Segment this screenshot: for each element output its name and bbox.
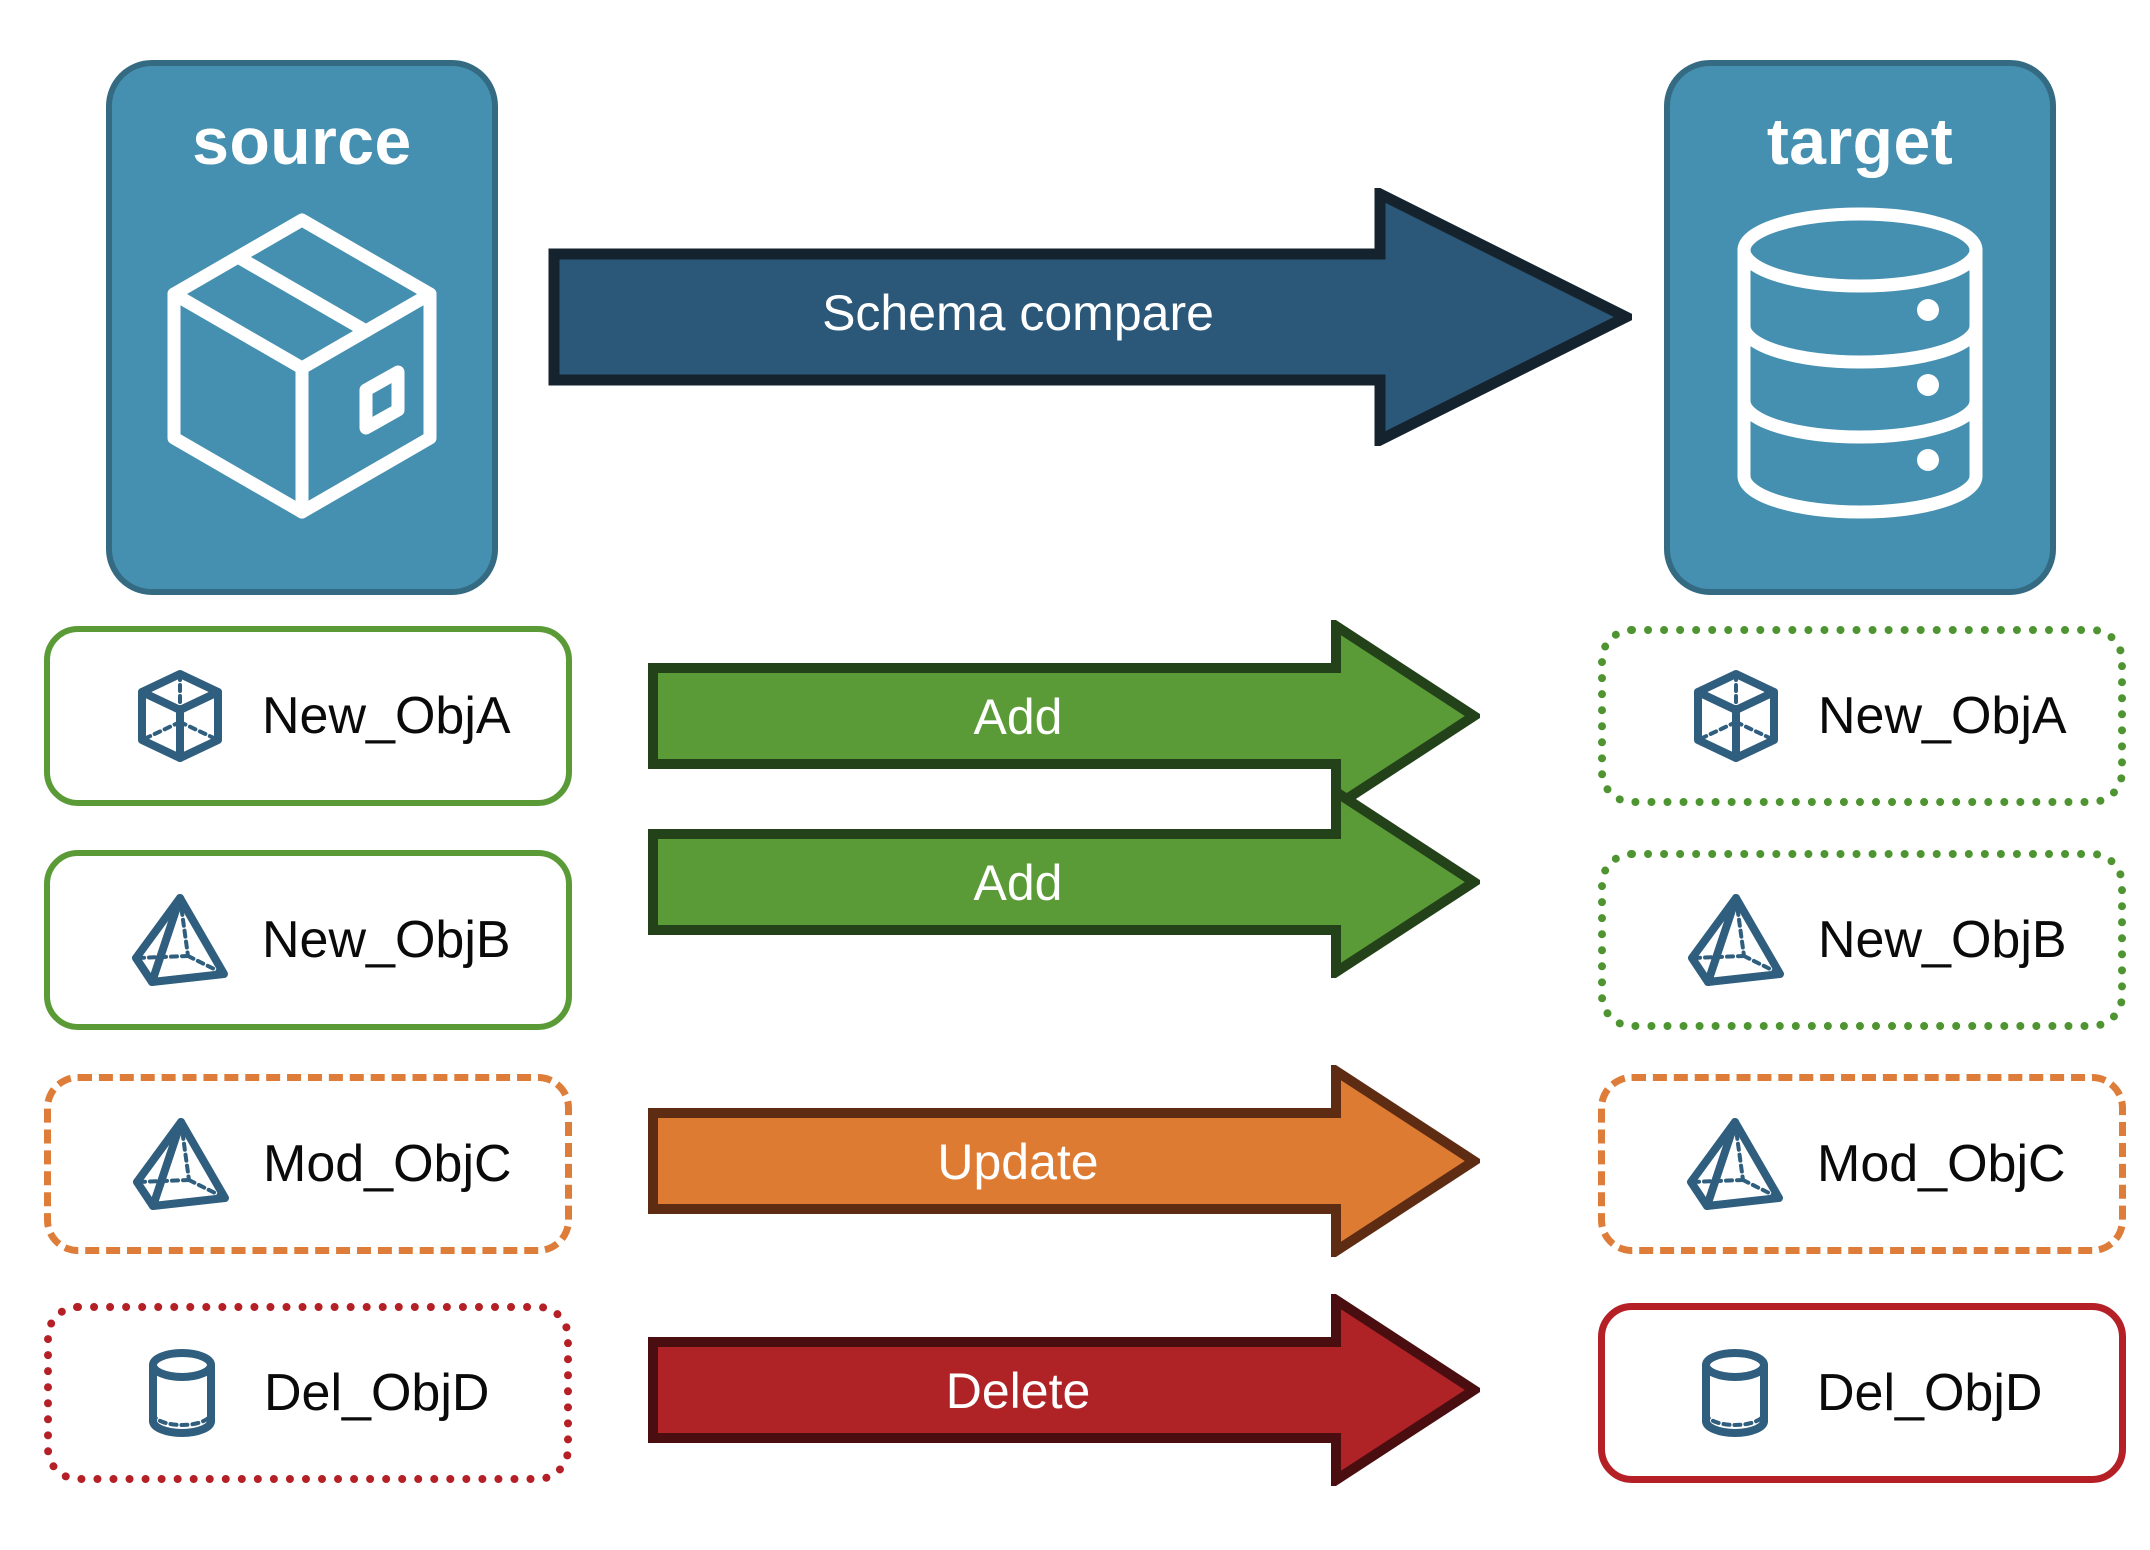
database-cylinder-icon <box>1715 198 2005 533</box>
add-arrow-row2[interactable] <box>648 782 1484 983</box>
source-object-box-mod-objc[interactable]: Mod_ObjC <box>44 1074 572 1254</box>
target-title: target <box>1766 104 1954 178</box>
target-object-box-new-obja[interactable]: New_ObjA <box>1598 626 2126 806</box>
source-title: source <box>192 104 412 178</box>
add-arrow-row1[interactable] <box>648 616 1484 817</box>
source-object-box-del-objd[interactable]: Del_ObjD <box>44 1303 572 1483</box>
wireframe-pyramid-icon <box>133 1118 229 1210</box>
source-object-box-new-obja[interactable]: New_ObjA <box>44 626 572 806</box>
target-object-box-new-objb[interactable]: New_ObjB <box>1598 850 2126 1030</box>
target-object-label: Mod_ObjC <box>1817 1135 2066 1193</box>
target-endpoint-card[interactable]: target <box>1664 60 2056 595</box>
wireframe-pyramid-icon <box>1687 1118 1783 1210</box>
delete-arrow-row4[interactable] <box>648 1290 1484 1491</box>
wireframe-cube-icon <box>138 670 222 762</box>
package-box-icon <box>152 198 452 533</box>
target-object-box-mod-objc[interactable]: Mod_ObjC <box>1598 1074 2126 1254</box>
target-object-label: Del_ObjD <box>1817 1364 2043 1422</box>
wireframe-cylinder-icon <box>1702 1349 1768 1437</box>
source-object-label: New_ObjA <box>262 687 511 745</box>
wireframe-pyramid-icon <box>1688 894 1784 986</box>
target-object-label: New_ObjA <box>1818 687 2067 745</box>
source-object-label: Mod_ObjC <box>263 1135 512 1193</box>
wireframe-pyramid-icon <box>132 894 228 986</box>
update-arrow-row3[interactable] <box>648 1061 1484 1262</box>
source-object-label: Del_ObjD <box>264 1364 490 1422</box>
target-object-box-del-objd[interactable]: Del_ObjD <box>1598 1303 2126 1483</box>
wireframe-cube-icon <box>1694 670 1778 762</box>
source-object-box-new-objb[interactable]: New_ObjB <box>44 850 572 1030</box>
source-endpoint-card[interactable]: source <box>106 60 498 595</box>
target-object-label: New_ObjB <box>1818 911 2067 969</box>
source-object-label: New_ObjB <box>262 911 511 969</box>
schema-compare-arrow[interactable] <box>548 185 1639 449</box>
wireframe-cylinder-icon <box>149 1349 215 1437</box>
